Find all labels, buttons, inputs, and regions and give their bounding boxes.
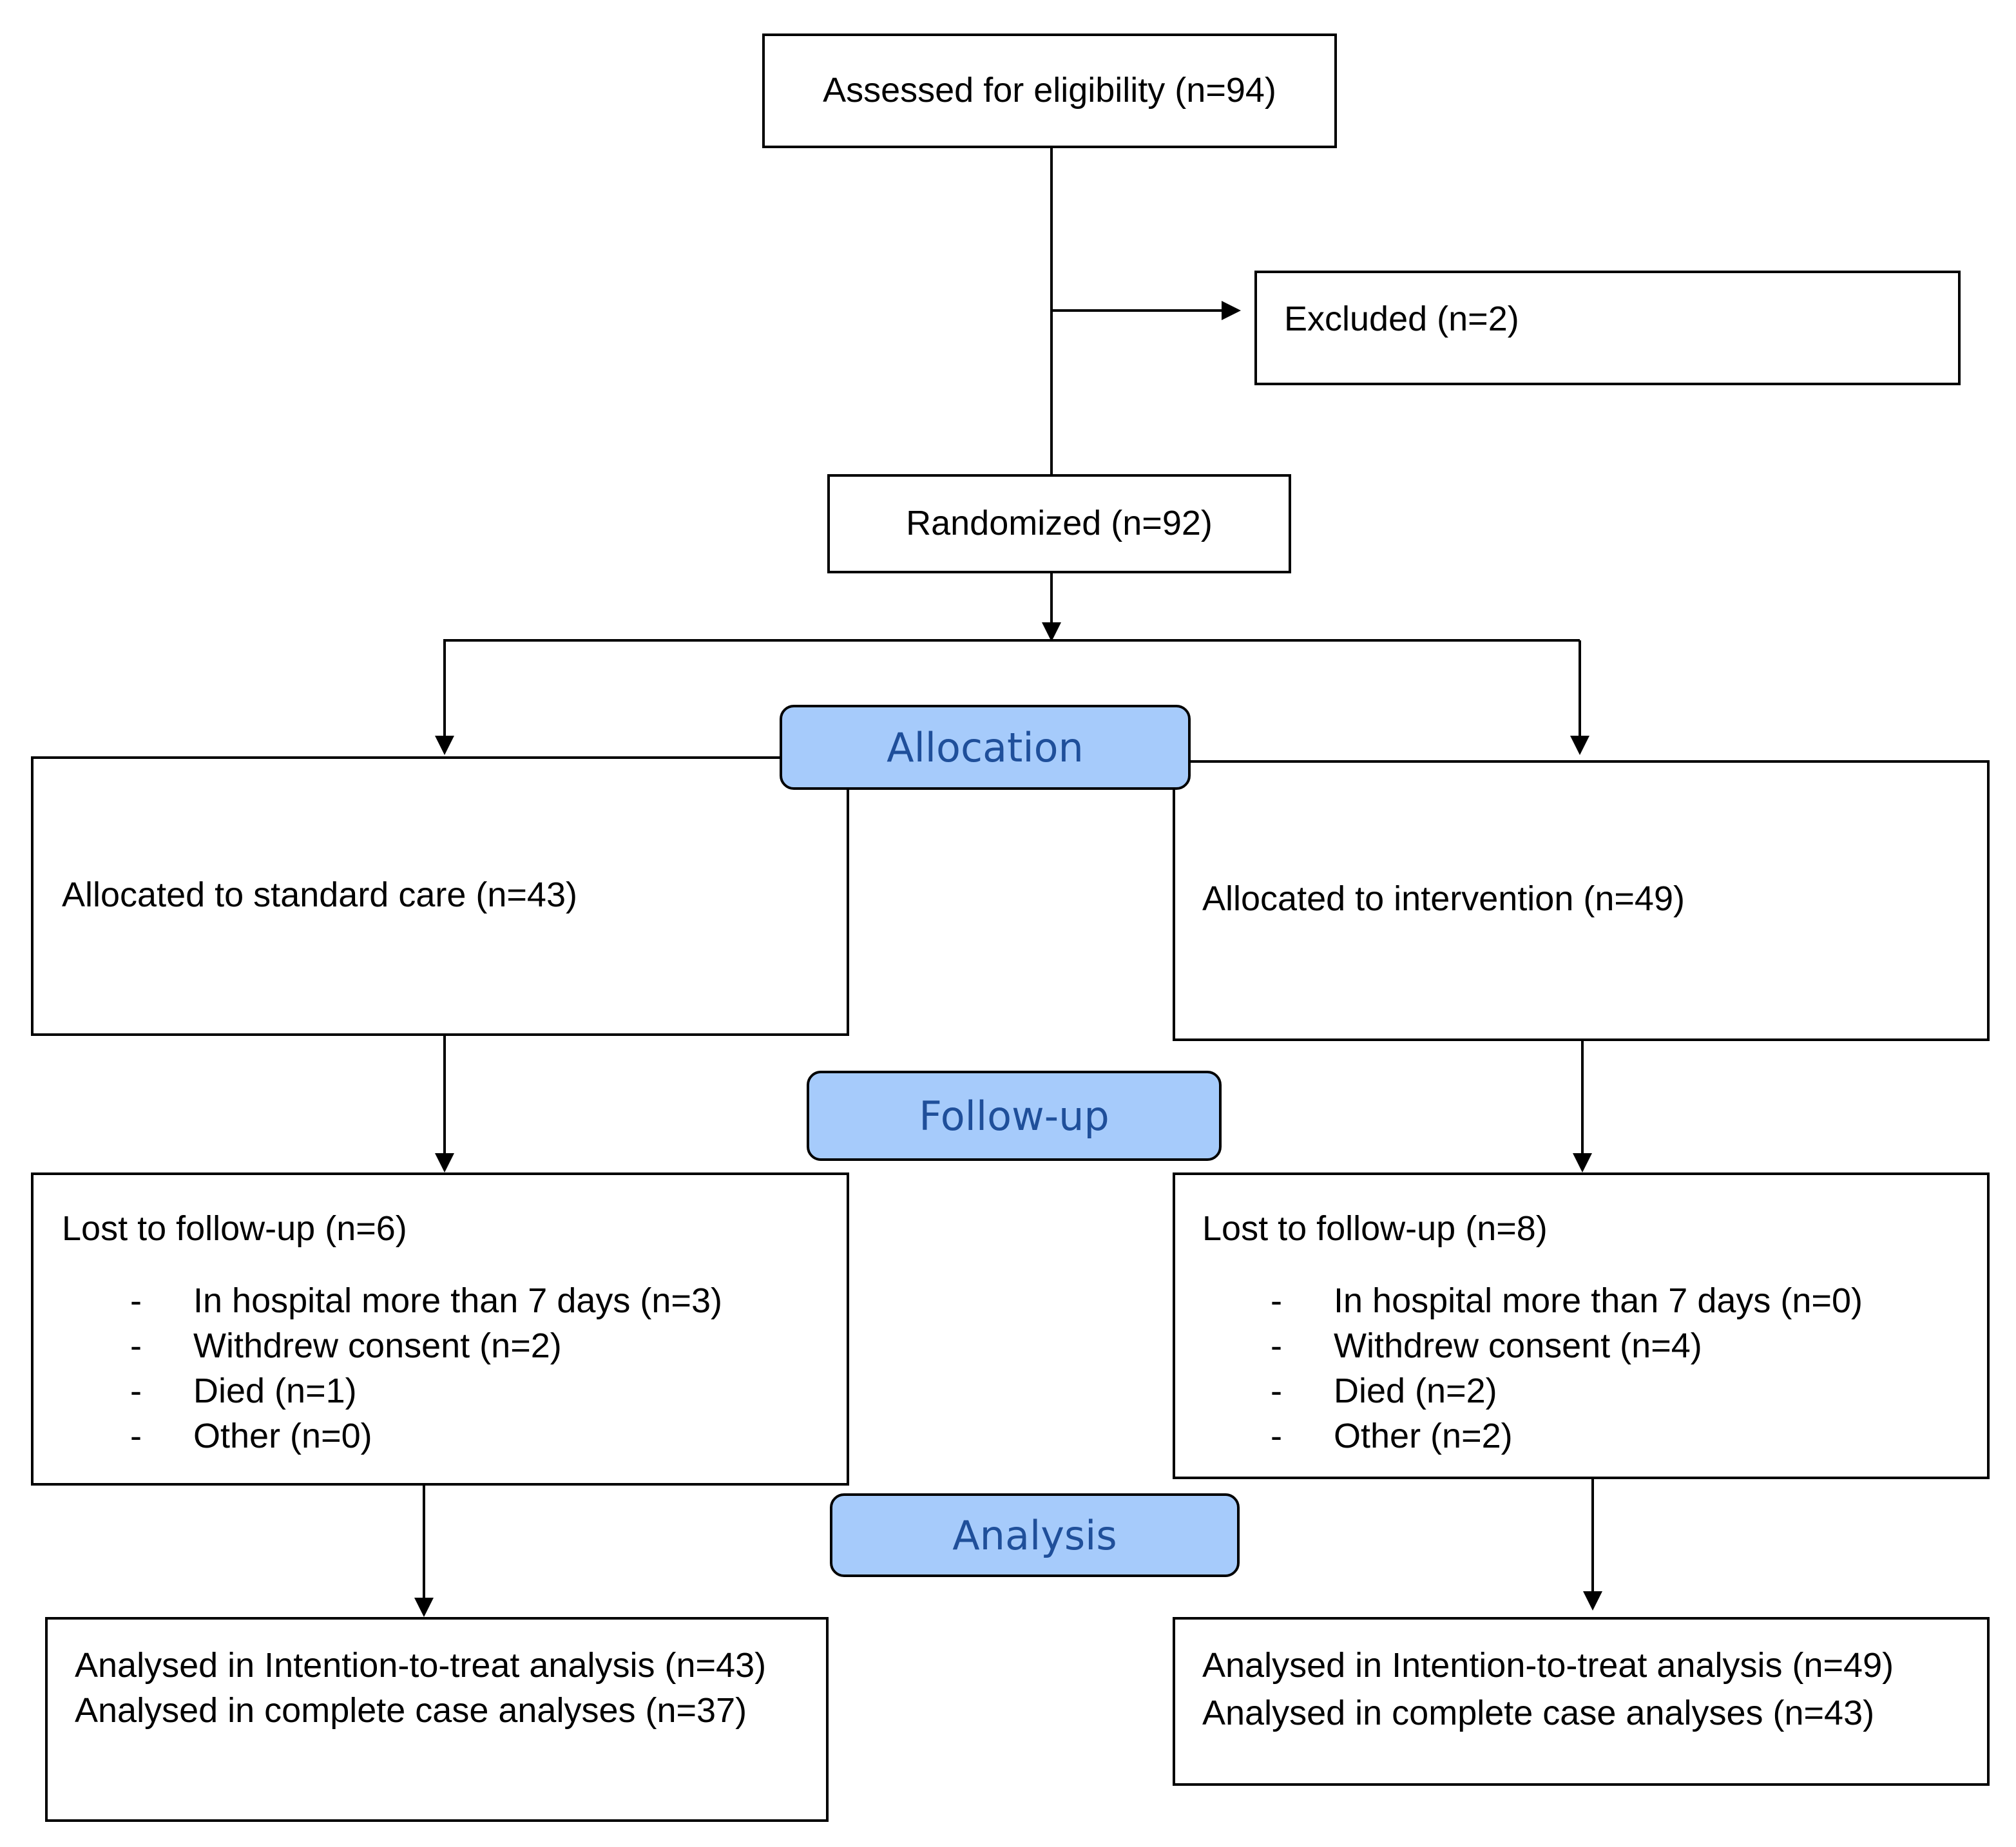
reason-text: Died (n=2) (1334, 1372, 1497, 1410)
stage-follow-up: Follow-up (807, 1071, 1222, 1161)
excluded-box: Excluded (n=2) (1254, 271, 1961, 385)
reason-text: In hospital more than 7 days (n=3) (193, 1281, 722, 1320)
list-item: - In hospital more than 7 days (n=3) (130, 1279, 722, 1323)
list-item: - Withdrew consent (n=2) (130, 1325, 562, 1368)
arrow-allocated-intervention (1570, 736, 1589, 755)
bullet-dash: - (1271, 1417, 1282, 1455)
stage-follow-up-label: Follow-up (919, 1092, 1109, 1140)
arrow-split (1042, 622, 1061, 642)
assessed-box: Assessed for eligibility (n=94) (762, 33, 1337, 148)
list-item: - Withdrew consent (n=4) (1271, 1325, 1702, 1368)
analysis-intervention-complete-case: Analysed in complete case analyses (n=43… (1202, 1694, 1875, 1732)
bullet-dash: - (130, 1417, 142, 1455)
randomized-label: Randomized (n=92) (906, 504, 1213, 543)
list-item: - Other (n=0) (130, 1415, 372, 1459)
list-item: - In hospital more than 7 days (n=0) (1271, 1279, 1863, 1323)
list-item: - Other (n=2) (1271, 1415, 1513, 1459)
allocated-intervention-box: Allocated to intervention (n=49) (1173, 760, 1990, 1041)
arrow-analysis-standard (414, 1598, 434, 1617)
bullet-dash: - (1271, 1326, 1282, 1365)
allocated-standard-label: Allocated to standard care (n=43) (62, 876, 577, 914)
stage-analysis-label: Analysis (952, 1511, 1117, 1559)
reason-text: Died (n=1) (193, 1372, 357, 1410)
stage-allocation-label: Allocation (887, 723, 1084, 771)
reason-text: Withdrew consent (n=4) (1334, 1326, 1702, 1365)
arrow-lost-intervention (1573, 1153, 1592, 1172)
analysis-standard-itt: Analysed in Intention-to-treat analysis … (75, 1646, 767, 1685)
arrow-lost-standard (435, 1153, 454, 1172)
bullet-dash: - (1271, 1372, 1282, 1410)
arrow-allocated-standard (435, 736, 454, 755)
arrow-excluded (1222, 301, 1241, 320)
analysis-intervention-box: Analysed in Intention-to-treat analysis … (1173, 1617, 1990, 1786)
arrow-analysis-intervention (1583, 1591, 1602, 1611)
bullet-dash: - (130, 1281, 142, 1320)
bullet-dash: - (130, 1372, 142, 1410)
lost-intervention-label: Lost to follow-up (n=8) (1202, 1209, 1548, 1248)
lost-standard-label: Lost to follow-up (n=6) (62, 1209, 407, 1248)
bullet-dash: - (130, 1326, 142, 1365)
analysis-standard-box: Analysed in Intention-to-treat analysis … (45, 1617, 829, 1822)
reason-text: Other (n=2) (1334, 1417, 1513, 1455)
stage-analysis: Analysis (830, 1493, 1240, 1577)
allocated-standard-box: Allocated to standard care (n=43) (31, 756, 849, 1036)
list-item: - Died (n=1) (130, 1370, 357, 1413)
analysis-standard-complete-case: Analysed in complete case analyses (n=37… (75, 1691, 747, 1730)
analysis-intervention-itt: Analysed in Intention-to-treat analysis … (1202, 1646, 1894, 1685)
randomized-box: Randomized (n=92) (827, 474, 1291, 573)
stage-allocation: Allocation (780, 705, 1191, 790)
lost-standard-box: Lost to follow-up (n=6) - In hospital mo… (31, 1172, 849, 1486)
bullet-dash: - (1271, 1281, 1282, 1320)
lost-intervention-box: Lost to follow-up (n=8) - In hospital mo… (1173, 1172, 1990, 1479)
reason-text: In hospital more than 7 days (n=0) (1334, 1281, 1863, 1320)
reason-text: Withdrew consent (n=2) (193, 1326, 562, 1365)
list-item: - Died (n=2) (1271, 1370, 1497, 1413)
reason-text: Other (n=0) (193, 1417, 372, 1455)
excluded-label: Excluded (n=2) (1284, 300, 1519, 338)
assessed-label: Assessed for eligibility (n=94) (823, 71, 1276, 110)
allocated-intervention-label: Allocated to intervention (n=49) (1202, 879, 1685, 918)
